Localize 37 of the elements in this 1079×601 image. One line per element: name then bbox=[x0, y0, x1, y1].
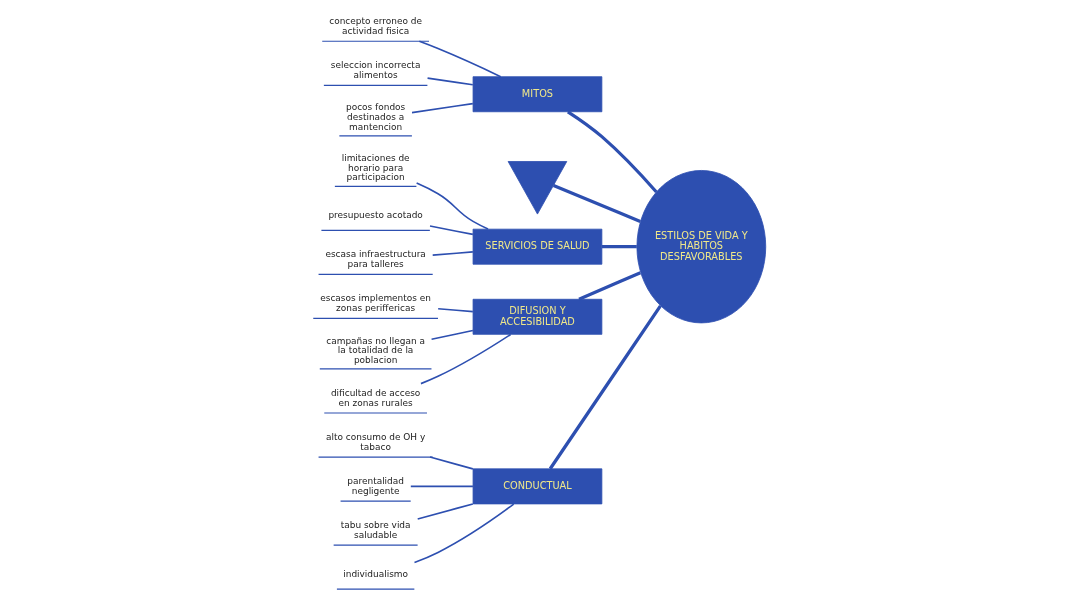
node-ellipse: ESTILOS DE VIDA Y HABITOS DESFAVORABLES bbox=[636, 170, 767, 324]
node-text: pocos fondos destinados a mantencion bbox=[346, 102, 406, 132]
node-text: dificultad de acceso en zonas rurales bbox=[330, 387, 421, 408]
connector bbox=[429, 456, 474, 470]
connector bbox=[415, 182, 489, 230]
node-text: presupuesto acotado bbox=[328, 209, 423, 220]
node-text: alto consumo de OH y tabaco bbox=[326, 431, 426, 452]
node-text: escasos implementos en zonas periffericas bbox=[320, 293, 431, 313]
connector bbox=[410, 485, 474, 488]
connector bbox=[426, 77, 474, 86]
connector bbox=[567, 110, 658, 194]
node-text: escasa infraestructura para talleres bbox=[325, 249, 426, 269]
node-text: parentalidad negligente bbox=[347, 475, 404, 496]
connector bbox=[601, 245, 637, 249]
node-picture bbox=[507, 161, 568, 215]
connector bbox=[429, 225, 474, 236]
connector bbox=[430, 329, 474, 341]
node-text: tabu sobre vida saludable bbox=[340, 519, 411, 540]
node-text: limitaciones de horario para participacion bbox=[341, 152, 410, 183]
connector bbox=[416, 503, 474, 520]
connector bbox=[411, 102, 474, 114]
node-box: DIFUSION Y ACCESIBILIDAD bbox=[472, 298, 603, 335]
node-text: concepto erroneo de actividad fisica bbox=[329, 15, 422, 36]
connector bbox=[420, 333, 512, 385]
connector bbox=[552, 183, 641, 224]
connector bbox=[437, 307, 474, 313]
connector bbox=[578, 271, 642, 301]
node-box: MITOS bbox=[472, 76, 603, 113]
node-text: campañas no llegan a la totalidad de la poblacion bbox=[326, 335, 425, 366]
node-box: CONDUCTUAL bbox=[472, 468, 603, 505]
connector bbox=[548, 305, 662, 470]
node-text: seleccion incorrecta alimentos bbox=[330, 59, 421, 80]
node-box: SERVICIOS DE SALUD bbox=[472, 228, 603, 265]
connector bbox=[418, 40, 502, 78]
node-text: individualismo bbox=[343, 568, 409, 579]
connector bbox=[431, 251, 474, 256]
connector bbox=[413, 503, 515, 564]
